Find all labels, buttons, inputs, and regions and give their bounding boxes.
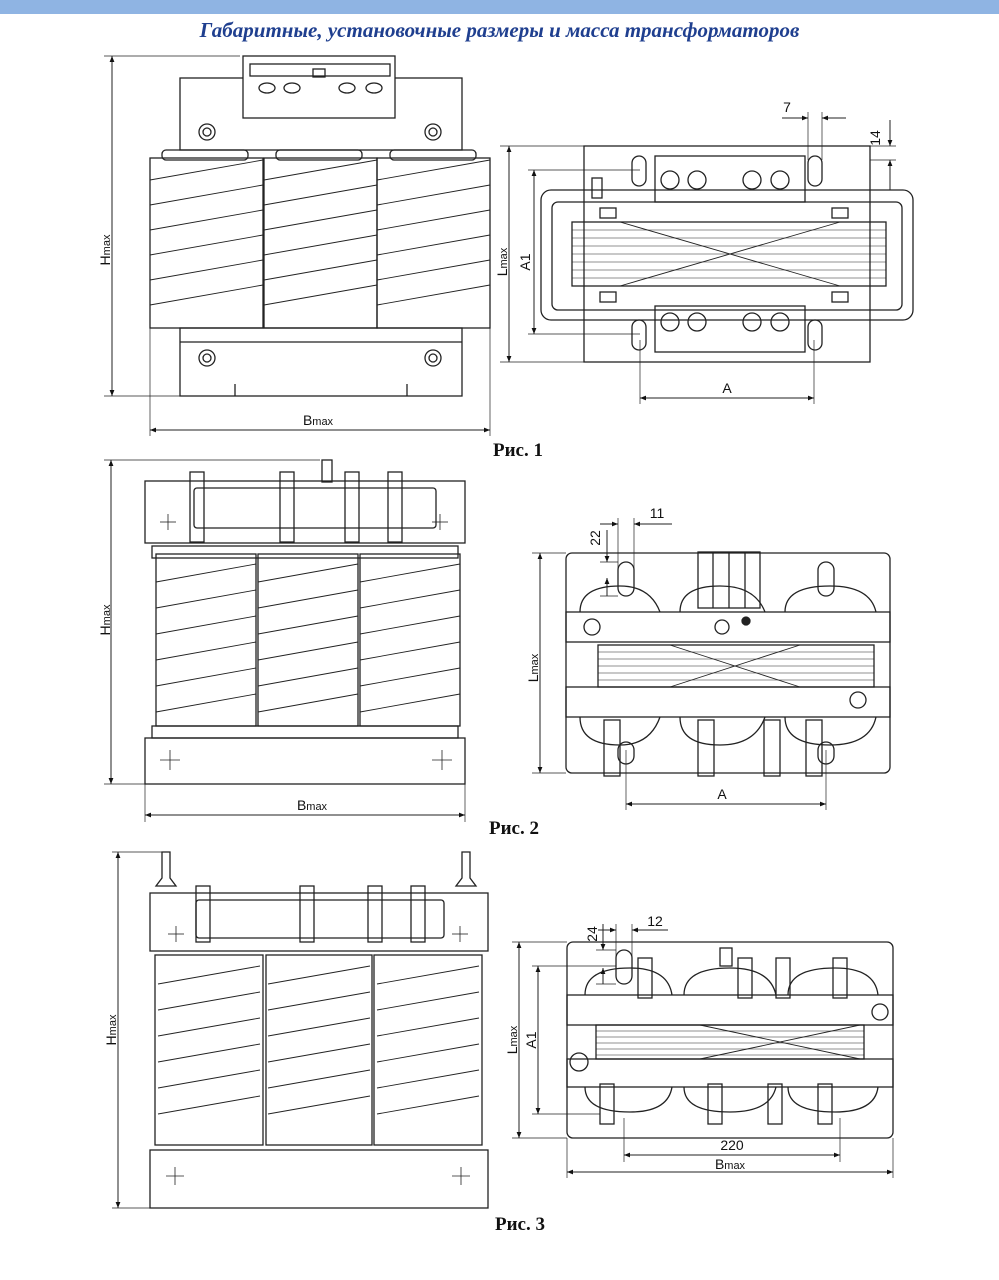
page-title: Габаритные, установочные размеры и масса… <box>199 18 800 42</box>
fig3-front-dimensions <box>112 851 162 1209</box>
fig3-top-dimensions <box>512 924 894 1178</box>
fig3-caption: Рис. 3 <box>495 1214 545 1235</box>
fig2-dim-11: 11 <box>650 505 665 521</box>
fig2-width-label: Bmax <box>297 797 328 813</box>
fig3-width-label: Bmax <box>715 1156 746 1172</box>
fig1-a1-label: A1 <box>517 253 533 270</box>
fig1-length-label: Lmax <box>494 247 510 276</box>
fig3-length-label: Lmax <box>504 1025 520 1054</box>
fig2-front-dimensions <box>104 459 466 822</box>
fig1-top-dimensions <box>500 112 896 404</box>
fig1-height-label: Hmax <box>97 234 113 265</box>
fig3-a1-label: A1 <box>523 1031 539 1048</box>
fig3-height-label: Hmax <box>103 1014 119 1045</box>
fig3-front-view <box>149 851 489 1209</box>
fig3-top-view <box>566 941 894 1139</box>
fig2-dim-22: 22 <box>587 530 603 546</box>
fig2-top-dimensions <box>532 518 827 810</box>
fig1-dim-14: 14 <box>867 130 883 146</box>
fig1-caption: Рис. 1 <box>493 440 543 461</box>
fig2-a-label: A <box>717 786 727 802</box>
fig2-length-label: Lmax <box>525 653 541 682</box>
fig3-dim-220: 220 <box>720 1137 744 1153</box>
fig1-dim-7: 7 <box>783 99 791 115</box>
fig1-front-dimensions <box>104 55 491 436</box>
fig2-height-label: Hmax <box>97 604 113 635</box>
fig2-caption: Рис. 2 <box>489 818 539 839</box>
fig3-dim-12: 12 <box>647 913 663 929</box>
fig3-dim-24: 24 <box>584 926 600 942</box>
fig1-top-view <box>540 145 914 363</box>
fig1-front-view <box>149 55 491 397</box>
fig1-width-label: Bmax <box>303 412 334 428</box>
fig1-a-label: A <box>722 380 732 396</box>
header-bar <box>0 0 999 14</box>
fig2-top-view <box>565 551 891 777</box>
fig2-front-view <box>144 459 466 785</box>
